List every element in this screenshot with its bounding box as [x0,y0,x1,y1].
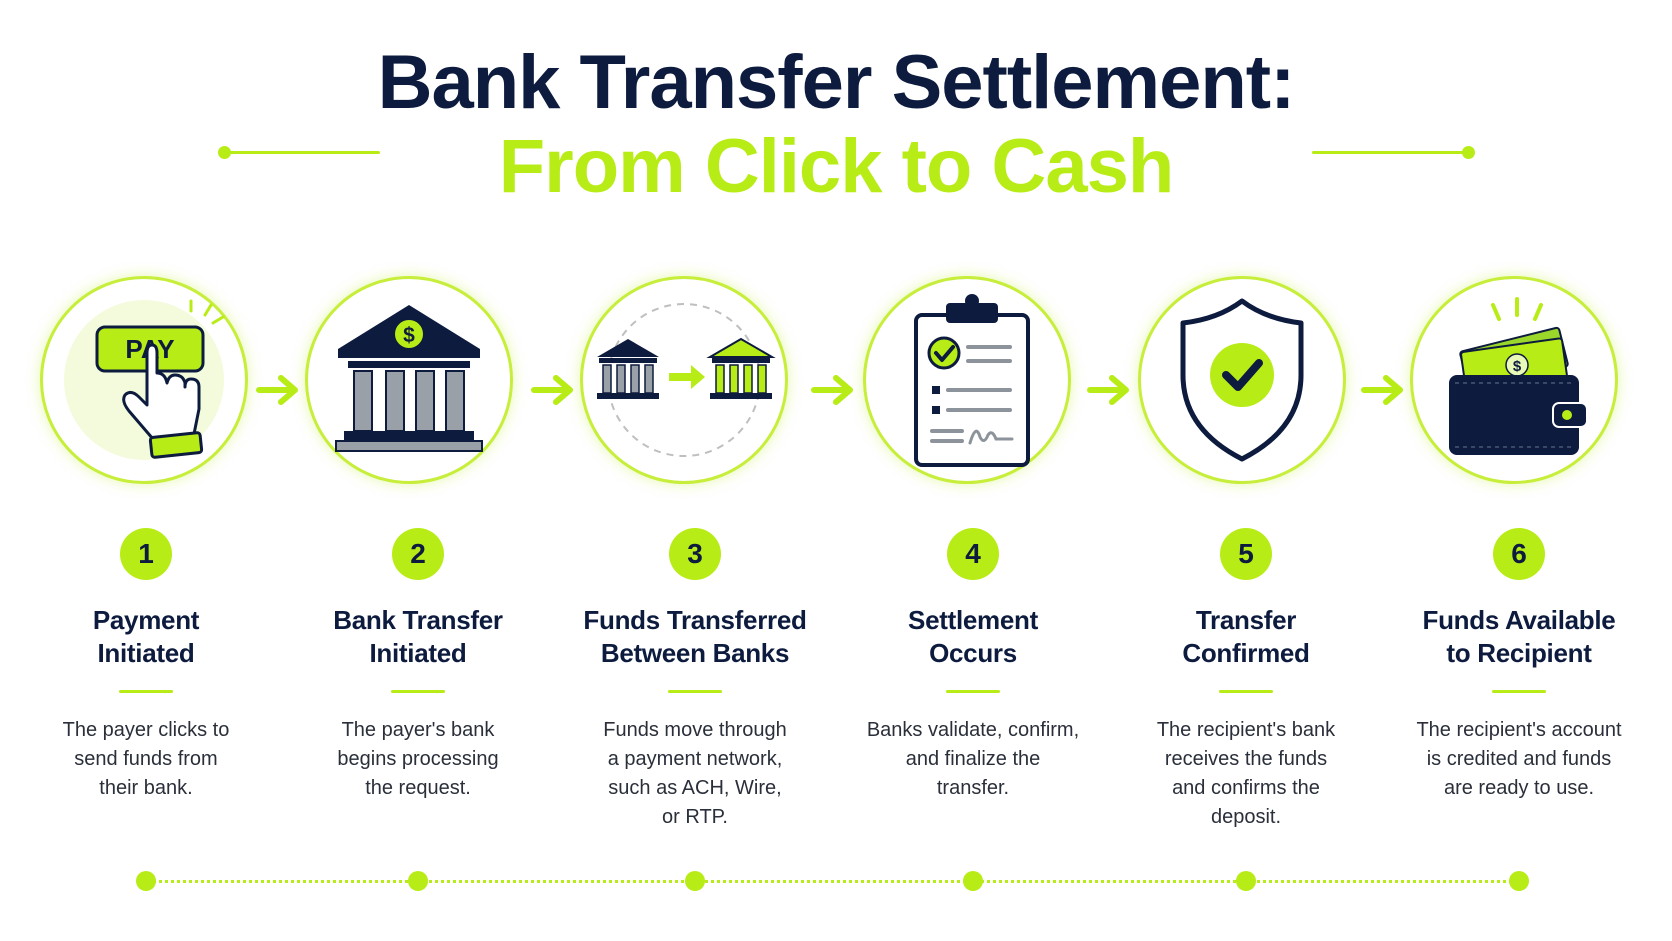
timeline-dot-5 [1236,871,1256,891]
clipboard-checklist-icon [914,294,1030,467]
step-3-desc-line: such as ACH, Wire, [608,777,782,799]
step-6-icon-circle: $ [1410,276,1618,484]
step-5-number-badge: 5 [1220,528,1272,580]
step-1-desc-line: their bank. [99,777,193,799]
step-3-icon-circle [580,276,788,484]
step-3-desc-line: Funds move through [603,719,787,741]
step-4-title-line2: Occurs [929,638,1017,668]
step-5-underline [1219,690,1273,693]
dollar-sign: $ [403,324,415,347]
step-6-description: The recipient's account is credited and … [1394,716,1644,803]
step-1-title: Payment Initiated [21,604,271,670]
title-decoration-right [1312,144,1482,160]
timeline-dot-1 [136,871,156,891]
step-3-title-line1: Funds Transferred [583,605,807,635]
step-2-underline [391,690,445,693]
step-4-underline [946,690,1000,693]
step-2-title: Bank Transfer Initiated [293,604,543,670]
bank-to-bank-icon [597,303,776,457]
step-1-desc-line: send funds from [74,748,218,770]
source-bank-icon [597,339,659,399]
step-3-number-badge: 3 [669,528,721,580]
page-title: Bank Transfer Settlement: [377,40,1296,125]
step-1-desc-line: The payer clicks to [62,719,230,741]
step-4-title: Settlement Occurs [848,604,1098,670]
step-3-desc-line: a payment network, [607,748,783,770]
step-2-description: The payer's bank begins processing the r… [293,716,543,803]
step-6-underline [1492,690,1546,693]
step-5-title-line1: Transfer [1195,605,1297,635]
step-1-description: The payer clicks to send funds from thei… [21,716,271,803]
step-2-desc-line: the request. [365,777,471,799]
step-2-icon-circle: $ [305,276,513,484]
step-6-desc-line: The recipient's account [1416,719,1622,741]
step-1-number-badge: 1 [120,528,172,580]
step-5-desc-line: and confirms the [1172,777,1320,799]
step-5-description: The recipient's bank receives the funds … [1121,716,1371,832]
bottom-timeline [146,880,1520,883]
step-3-desc-line: or RTP. [662,806,728,828]
step-3-title: Funds Transferred Between Banks [570,604,820,670]
step-4-desc-line: transfer. [936,777,1010,799]
timeline-dot-4 [963,871,983,891]
timeline-dot-2 [408,871,428,891]
step-4-number-badge: 4 [947,528,999,580]
step-6-desc-line: are ready to use. [1443,777,1595,799]
step-2-number-badge: 2 [392,528,444,580]
step-5-title-line2: Confirmed [1182,638,1310,668]
step-1-title-line2: Initiated [97,638,195,668]
step-6-number-badge: 6 [1493,528,1545,580]
step-2-desc-line: The payer's bank [341,719,495,741]
bank-building-icon: $ [335,305,483,452]
flow-arrow-3-4 [811,375,853,405]
step-3-description: Funds move through a payment network, su… [570,716,820,832]
step-1-underline [119,690,173,693]
step-6-title-line1: Funds Available [1422,605,1616,635]
flow-arrow-4-5 [1087,375,1129,405]
step-5-icon-circle [1138,276,1346,484]
wallet-dollar-sign: $ [1513,358,1522,375]
step-4-title-line1: Settlement [908,605,1038,635]
step-4-desc-line: and finalize the [905,748,1041,770]
step-1-title-line1: Payment [92,605,200,635]
flow-arrow-2-3 [531,375,573,405]
step-2-desc-line: begins processing [337,748,499,770]
step-4-icon-circle [863,276,1071,484]
pay-button-hand-icon: PAY [64,299,225,460]
step-6-title: Funds Available to Recipient [1394,604,1644,670]
timeline-dot-6 [1509,871,1529,891]
step-1-icon-circle: PAY [40,276,248,484]
step-5-desc-line: deposit. [1210,806,1282,828]
title-decoration-left [218,144,388,160]
step-5-desc-line: The recipient's bank [1156,719,1336,741]
shield-check-icon [1180,298,1304,462]
flow-arrow-1-2 [256,375,298,405]
step-6-desc-line: is credited and funds [1426,748,1612,770]
destination-bank-icon [706,337,776,399]
step-4-description: Banks validate, confirm, and finalize th… [848,716,1098,803]
step-2-title-line1: Bank Transfer [333,605,503,635]
step-3-underline [668,690,722,693]
step-4-desc-line: Banks validate, confirm, [866,719,1080,741]
step-5-title: Transfer Confirmed [1121,604,1371,670]
step-6-title-line2: to Recipient [1446,638,1592,668]
wallet-cash-icon: $ [1449,297,1588,455]
timeline-dot-3 [685,871,705,891]
step-2-title-line2: Initiated [369,638,467,668]
page-subtitle: From Click to Cash [498,124,1175,209]
transfer-arrow-icon [669,365,705,389]
step-3-title-line2: Between Banks [600,638,790,668]
step-5-desc-line: receives the funds [1164,748,1328,770]
flow-arrow-5-6 [1361,375,1403,405]
